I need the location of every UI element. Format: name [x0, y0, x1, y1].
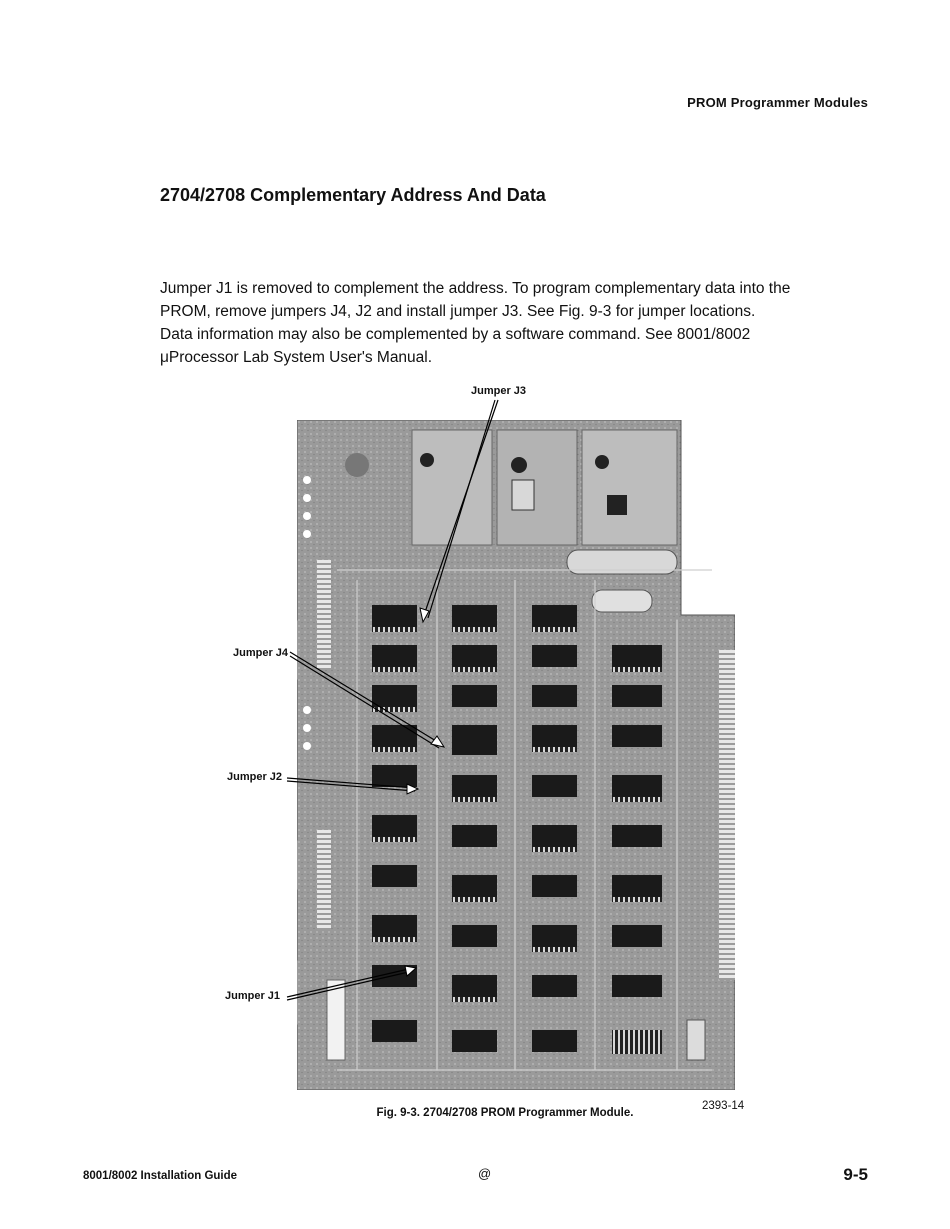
figure-caption: Fig. 9-3. 2704/2708 PROM Programmer Modu…: [376, 1107, 634, 1119]
figure-number: 2393-14: [702, 1100, 745, 1112]
label-jumper-j3: Jumper J3: [471, 385, 527, 397]
body-paragraph: Jumper J1 is removed to complement the a…: [160, 277, 840, 369]
footer-title: 8001/8002 Installation Guide: [83, 1170, 238, 1182]
section-title: 2704/2708 Complementary Address And Data: [160, 185, 546, 205]
label-jumper-j2: Jumper J2: [227, 771, 283, 783]
paragraph-line: Jumper J1 is removed to complement the a…: [160, 280, 791, 297]
paragraph-line: Data information may also be complemente…: [160, 326, 751, 343]
running-header: PROM Programmer Modules: [687, 95, 868, 110]
figure-9-3: Jumper J3 Jumper J4 Jumper J2 Jumper J1: [215, 380, 775, 1100]
circuit-board-photo: [297, 420, 735, 1090]
page-number: 9-5: [843, 1165, 868, 1184]
label-jumper-j4: Jumper J4: [233, 647, 289, 659]
footer-mark: @: [478, 1166, 492, 1181]
paragraph-line: μProcessor Lab System User's Manual.: [160, 349, 433, 366]
label-jumper-j1: Jumper J1: [225, 990, 281, 1002]
paragraph-line: PROM, remove jumpers J4, J2 and install …: [160, 303, 756, 320]
callout-lines: [286, 399, 499, 1001]
